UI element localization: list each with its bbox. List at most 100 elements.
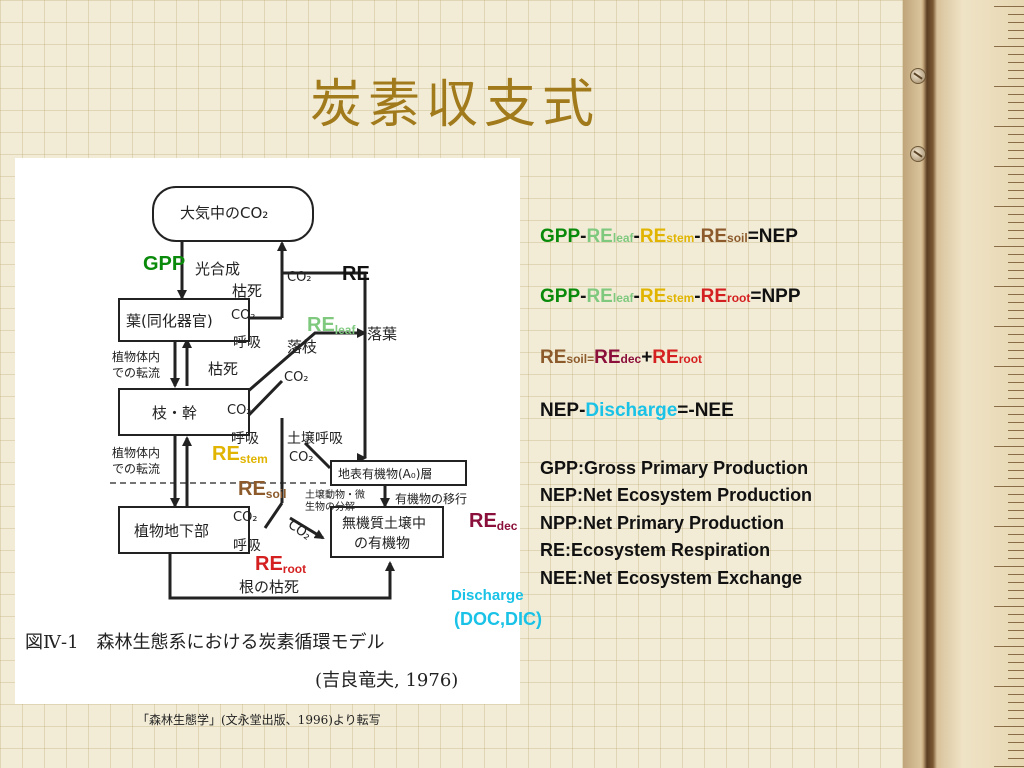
ruler-tick [994,726,1024,727]
ruler-tick [1008,22,1024,23]
ruler-tick [1008,342,1024,343]
glossary-item: GPP:Gross Primary Production [540,458,809,478]
root-death-label: 根の枯死 [239,578,300,596]
ruler-tick [1008,78,1024,79]
ruler-tick [994,326,1024,327]
carbon-cycle-diagram: 大気中のCO₂ 葉(同化器官) 枝・幹 植物地下部 地表有機物(A₀)層 無機質… [15,158,520,704]
ruler-tick [1008,438,1024,439]
ruler-tick [1008,494,1024,495]
co2-label: CO₂ [287,270,312,285]
ruler-tick [1008,302,1024,303]
ruler-tick [1008,638,1024,639]
ruler-tick [1008,542,1024,543]
photosynthesis-label: 光合成 [195,260,241,278]
glossary-item: NEP:Net Ecosystem Production [540,485,813,506]
ruler-tick [1008,622,1024,623]
ruler-tick [1008,198,1024,199]
organic-move-label: 有機物の移行 [395,492,468,506]
ruler-tick [1008,358,1024,359]
ruler-tick [1008,598,1024,599]
soil-respiration-label: 土壌呼吸 [287,431,343,447]
ruler-tick [1008,238,1024,239]
ruler-tick [1008,398,1024,399]
ruler-tick [1008,182,1024,183]
ruler-tick [1008,62,1024,63]
ruler-tick [1008,150,1024,151]
ruler-tick [1008,414,1024,415]
ruler-tick [1008,518,1024,519]
ruler-tick [1008,742,1024,743]
ruler-tick [1008,534,1024,535]
ruler-tick [994,246,1024,247]
equation-resoil: REsoil=REdec+REroot [540,347,703,368]
ruler-tick [1008,70,1024,71]
ruler-tick [1008,382,1024,383]
ruler-tick [1008,38,1024,39]
fallen-leaves-label: 落葉 [367,325,398,343]
ruler-tick [1008,582,1024,583]
ruler-tick [994,206,1024,207]
ruler-tick [1008,390,1024,391]
ruler-tick [1008,574,1024,575]
ruler-tick [1008,254,1024,255]
ruler-tick [1008,30,1024,31]
ruler-tick [1008,462,1024,463]
ruler-tick [994,446,1024,447]
ruler-tick [1008,502,1024,503]
ruler-tick [1008,678,1024,679]
soil-organic-label-2: の有機物 [354,536,410,552]
ruler-tick [1008,174,1024,175]
glossary-item: NPP:Net Primary Production [540,512,785,533]
ruler-tick [1008,670,1024,671]
gpp-overlay: GPP [143,253,186,275]
ruler-decoration [903,0,1024,768]
ruler-tick [1008,702,1024,703]
ruler-tick [1008,710,1024,711]
leaf-box: 葉(同化器官) [118,298,250,342]
ruler-tick [994,166,1024,167]
ruler-tick [1008,510,1024,511]
ruler-tick [1008,134,1024,135]
ruler-tick [1008,718,1024,719]
ruler-tick [994,286,1024,287]
soil-organic-box: 無機質土壌中 の有機物 [330,506,444,558]
ruler-tick [994,406,1024,407]
ruler-tick [1008,454,1024,455]
ruler-tick [1008,294,1024,295]
ruler-tick [1008,550,1024,551]
ruler-tick [1008,310,1024,311]
ruler-tick [1008,214,1024,215]
ruler-tick [1008,654,1024,655]
re-root-overlay: REroot [255,553,307,576]
ruler-tick [994,646,1024,647]
source-credit: 「森林生態学」(文永堂出版、1996)より転写 [137,713,381,727]
die-label-1: 枯死 [232,282,263,300]
ruler-tick [1008,102,1024,103]
ruler-tick [1008,662,1024,663]
ruler-tick [1008,318,1024,319]
ruler-tick [1008,94,1024,95]
leaf-label: 葉(同化器官) [126,312,213,330]
respiration-label-2: 呼吸 [231,431,259,447]
ruler-tick [994,606,1024,607]
soil-animals-label-2: 生物の分解 [305,502,355,513]
co2-label: CO₂ [284,370,309,385]
ruler-tick [1008,222,1024,223]
glossary: GPP:Gross Primary Production NEP:Net Eco… [540,455,812,592]
transfer-label-1b: での転流 [112,366,161,380]
ruler-tick [994,6,1024,7]
ruler-tick [1008,478,1024,479]
transfer-label-2b: での転流 [112,462,161,476]
ruler-tick [994,566,1024,567]
atmosphere-box: 大気中のCO₂ [152,186,314,242]
ruler-tick [994,86,1024,87]
figure-credit: (吉良竜夫, 1976) [315,670,459,691]
below-ground-label: 植物地下部 [134,522,210,540]
ruler-tick [994,366,1024,367]
ruler-tick [1008,350,1024,351]
respiration-label-3: 呼吸 [233,538,261,554]
ruler-tick [1008,158,1024,159]
equation-npp: GPP-REleaf-REstem-REroot=NPP [540,286,801,307]
equation-nep: GPP-REleaf-REstem-REsoil=NEP [540,226,798,247]
ruler-tick [1008,470,1024,471]
